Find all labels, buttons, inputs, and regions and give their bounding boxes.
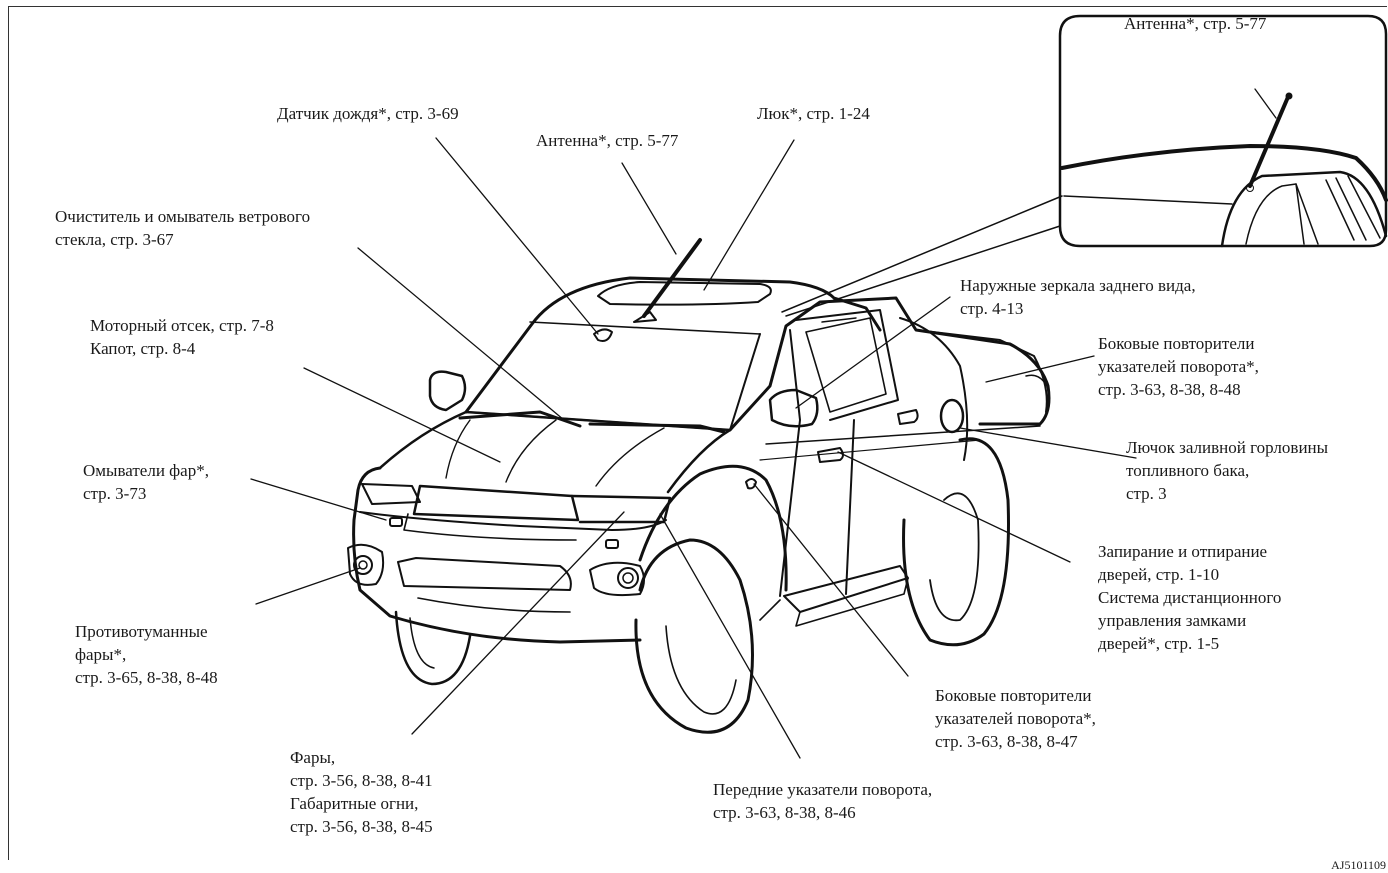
label-sunroof: Люк*, стр. 1-24 <box>757 102 870 125</box>
label-line: Противотуманные <box>75 622 208 641</box>
label-line: управления замками <box>1098 611 1247 630</box>
label-line: Запирание и отпирание <box>1098 542 1268 561</box>
label-line: стр. 3-63, 8-38, 8-48 <box>1098 380 1241 399</box>
fog-lamp-right <box>589 561 645 597</box>
label-line: топливного бака, <box>1126 461 1250 480</box>
label-line: фары*, <box>75 645 127 664</box>
antenna-inset <box>1058 14 1388 248</box>
label-line: стр. 4-13 <box>960 299 1024 318</box>
label-fuel-door: Лючок заливной горловины топливного бака… <box>1126 436 1328 505</box>
truck <box>347 238 1051 734</box>
label-line: Фары, <box>290 748 336 767</box>
label-headlamp-washers: Омыватели фар*, стр. 3-73 <box>83 459 209 505</box>
label-mirrors: Наружные зеркала заднего вида, стр. 4-13 <box>960 274 1196 320</box>
figure-code: AJ5101109 <box>1331 858 1386 872</box>
label-antenna-inset: Антенна*, стр. 5-77 <box>1124 12 1266 35</box>
label-line: Люк*, стр. 1-24 <box>757 104 870 123</box>
label-line: Капот, стр. 8-4 <box>90 339 196 358</box>
label-line: Габаритные огни, <box>290 794 419 813</box>
label-line: Антенна*, стр. 5-77 <box>536 131 679 150</box>
leader-lines <box>250 88 1277 759</box>
label-line: дверей*, стр. 1-5 <box>1098 634 1220 653</box>
label-line: Моторный отсек, стр. 7-8 <box>90 316 274 335</box>
label-line: стр. 3 <box>1126 484 1167 503</box>
label-line: указателей поворота*, <box>1098 357 1259 376</box>
label-line: Лючок заливной горловины <box>1126 438 1329 457</box>
label-antenna-main: Антенна*, стр. 5-77 <box>536 129 678 152</box>
label-rain-sensor: Датчик дождя*, стр. 3-69 <box>277 102 459 125</box>
figure-frame <box>8 6 1387 860</box>
label-line: Наружные зеркала заднего вида, <box>960 276 1196 295</box>
label-line: Антенна*, стр. 5-77 <box>1124 14 1267 33</box>
label-line: стр. 3-56, 8-38, 8-45 <box>290 817 433 836</box>
label-line: Датчик дождя*, стр. 3-69 <box>277 104 459 123</box>
label-line: стекла, стр. 3-67 <box>55 230 174 249</box>
label-side-repeater-lower: Боковые повторители указателей поворота*… <box>935 684 1096 753</box>
label-line: стр. 3-63, 8-38, 8-47 <box>935 732 1078 751</box>
label-fog-lamps: Противотуманные фары*, стр. 3-65, 8-38, … <box>75 620 218 689</box>
label-line: стр. 3-63, 8-38, 8-46 <box>713 803 856 822</box>
label-headlamps: Фары, стр. 3-56, 8-38, 8-41 Габаритные о… <box>290 746 433 838</box>
label-line: стр. 3-56, 8-38, 8-41 <box>290 771 433 790</box>
label-door-lock: Запирание и отпирание дверей, стр. 1-10 … <box>1098 540 1281 655</box>
label-line: Боковые повторители <box>1098 334 1255 353</box>
label-front-turn: Передние указатели поворота, стр. 3-63, … <box>713 778 932 824</box>
label-line: стр. 3-73 <box>83 484 147 503</box>
label-line: дверей, стр. 1-10 <box>1098 565 1220 584</box>
label-line: Система дистанционного <box>1098 588 1282 607</box>
label-wiper: Очиститель и омыватель ветрового стекла,… <box>55 205 310 251</box>
label-line: Омыватели фар*, <box>83 461 209 480</box>
label-engine: Моторный отсек, стр. 7-8 Капот, стр. 8-4 <box>90 314 274 360</box>
label-line: Передние указатели поворота, <box>713 780 933 799</box>
label-line: стр. 3-65, 8-38, 8-48 <box>75 668 218 687</box>
label-side-repeater-upper: Боковые повторители указателей поворота*… <box>1098 332 1259 401</box>
label-line: Очиститель и омыватель ветрового <box>55 207 311 226</box>
fog-lamp-left <box>347 543 385 586</box>
label-line: указателей поворота*, <box>935 709 1096 728</box>
label-line: Боковые повторители <box>935 686 1092 705</box>
